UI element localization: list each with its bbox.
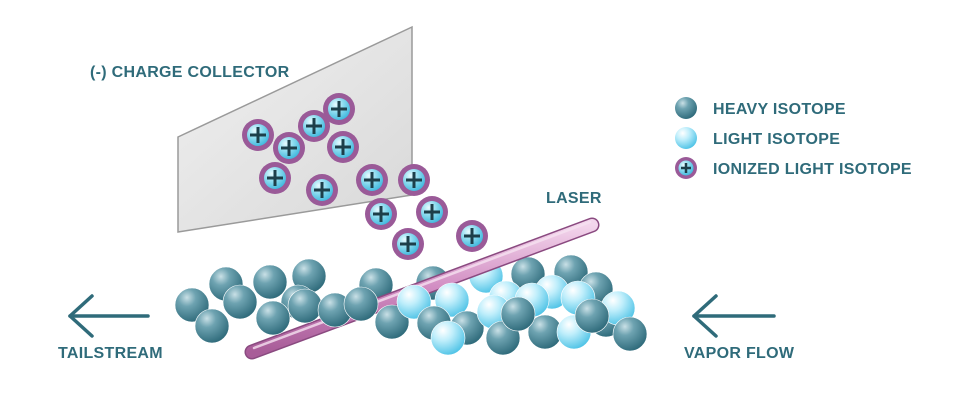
arrow-left-icon [692,294,776,338]
light-isotope [434,282,470,318]
ionized-isotope-icon [675,157,697,179]
ionized-isotope [306,174,338,206]
laser-label: LASER [546,190,602,207]
ionized-isotope [242,119,274,151]
legend: HEAVY ISOTOPE LIGHT ISOTOPE IONIZED LIGH… [675,97,912,179]
ionized-isotopes [242,93,488,260]
light-isotope [430,320,466,356]
heavy-isotope [222,284,258,320]
heavy-isotope [374,304,410,340]
heavy-isotope-icon [675,97,697,119]
heavy-isotope [194,308,230,344]
legend-label-heavy: HEAVY ISOTOPE [713,101,846,118]
legend-label-light: LIGHT ISOTOPE [713,131,840,148]
light-isotope-icon [675,127,697,149]
heavy-isotope [255,300,291,336]
vapor-flow-label: VAPOR FLOW [684,345,795,362]
heavy-isotope [612,316,648,352]
legend-item-ionized: IONIZED LIGHT ISOTOPE [675,157,912,179]
ionized-isotope [327,131,359,163]
legend-item-light: LIGHT ISOTOPE [675,127,840,149]
heavy-isotope [252,264,288,300]
ionized-isotope [273,132,305,164]
charge-collector-label: (-) CHARGE COLLECTOR [90,64,290,81]
heavy-isotope [287,288,323,324]
legend-label-ionized: IONIZED LIGHT ISOTOPE [713,161,912,178]
heavy-isotope [343,286,379,322]
arrow-left-icon [68,294,150,338]
ionized-isotope [298,110,330,142]
ionized-isotope [323,93,355,125]
legend-item-heavy: HEAVY ISOTOPE [675,97,846,119]
ionized-isotope [259,162,291,194]
ionized-isotope [416,196,448,228]
ionized-isotope [456,220,488,252]
ionized-isotope [392,228,424,260]
ionized-isotope [365,198,397,230]
vapor-stream-front [174,280,648,356]
heavy-isotope [500,296,536,332]
ionized-isotope [398,164,430,196]
heavy-isotope [574,298,610,334]
tailstream-label: TAILSTREAM [58,345,163,362]
ionized-isotope [356,164,388,196]
